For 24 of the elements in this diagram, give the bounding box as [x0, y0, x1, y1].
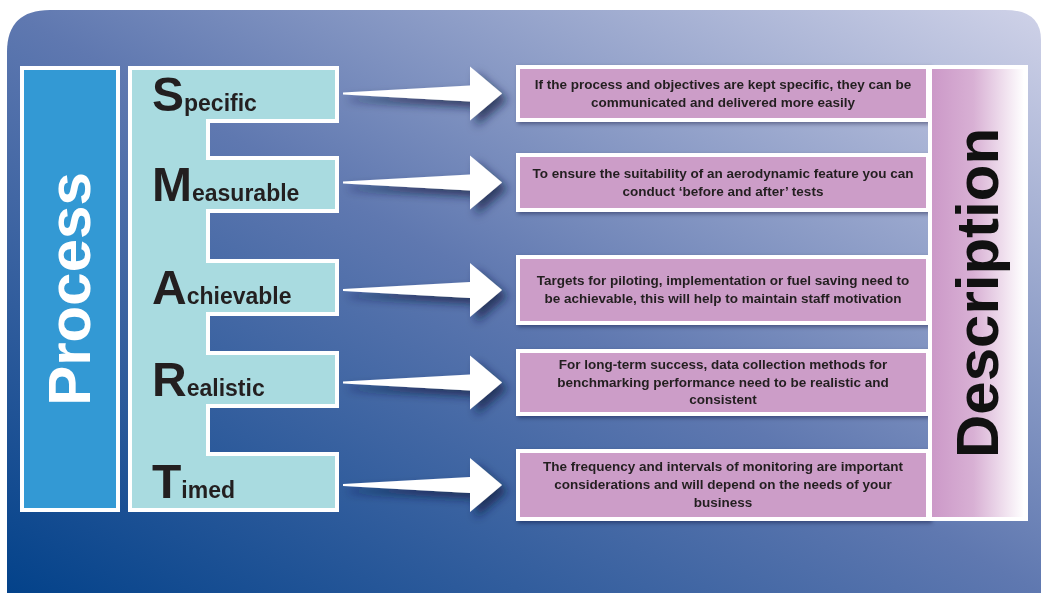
- arrow: [343, 155, 502, 210]
- arrow: [343, 458, 502, 512]
- description-text: Targets for piloting, implementation or fuel saving need to be achievable, this will help to maintain staff motivation: [535, 272, 911, 308]
- vertical-heading: Process: [40, 172, 100, 406]
- description-text: If the process and objectives are kept specific, they can be communicated and delivered more easily: [533, 75, 913, 112]
- arrow: [343, 263, 502, 317]
- description-box: [516, 65, 930, 122]
- arrow: [343, 66, 502, 121]
- description-text: To ensure the suitability of an aerodynamic feature you can conduct ‘before and after’ tests: [531, 164, 915, 201]
- description-bar: [928, 65, 1028, 521]
- smart-term: Achievable: [152, 263, 292, 312]
- description-box: [516, 449, 930, 521]
- smart-term: Timed: [152, 458, 235, 506]
- description-box: [516, 153, 930, 212]
- description-text: The frequency and intervals of monitoring are important considerations and will depend on the needs of your business: [541, 458, 905, 512]
- smart-term: Measurable: [152, 160, 300, 209]
- process-bar: [20, 66, 120, 512]
- vertical-heading: Description: [948, 127, 1008, 459]
- description-text: For long-term success, data collection methods for benchmarking performance need to be realistic and consistent: [556, 355, 890, 410]
- smart-term: Specific: [152, 70, 257, 119]
- arrow: [343, 355, 502, 410]
- smart-term: Realistic: [152, 355, 265, 404]
- description-box: [516, 349, 930, 416]
- description-box: [516, 255, 930, 325]
